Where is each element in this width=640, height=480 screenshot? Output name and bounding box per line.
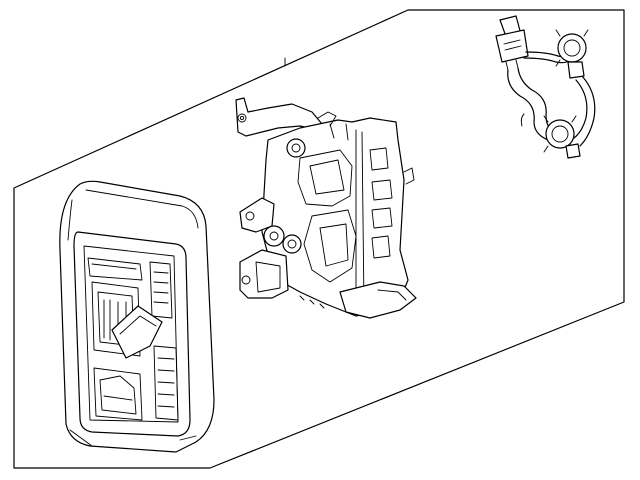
tail-lamp-assembly — [59, 180, 215, 453]
lamp-housing-bracket — [235, 97, 417, 319]
backdrop-panel — [13, 9, 625, 469]
bulb-socket-wiring-harness — [495, 15, 596, 159]
